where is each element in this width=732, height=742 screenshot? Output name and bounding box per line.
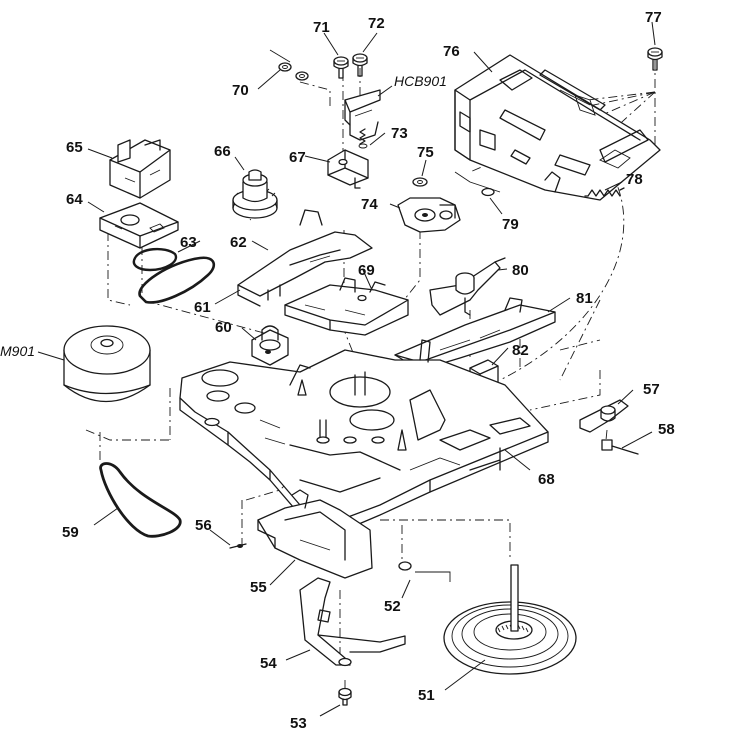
part-68-main-chassis [179, 339, 549, 533]
label-65: 65 [66, 139, 83, 156]
label-74: 74 [361, 196, 378, 213]
part-63-belt [132, 247, 178, 272]
part-75-washer [412, 177, 428, 187]
label-80: 80 [512, 262, 529, 279]
label-73: 73 [391, 125, 408, 142]
leader-lines [37, 21, 656, 717]
label-66: 66 [214, 143, 231, 160]
part-59-belt [99, 462, 182, 538]
part-74-gear-lever [397, 197, 461, 233]
label-75: 75 [417, 144, 434, 161]
part-65-solenoid [109, 139, 171, 199]
label-54: 54 [260, 655, 277, 672]
part-78-spring [584, 187, 625, 197]
part-77-screw [647, 47, 663, 71]
part-55-bracket [257, 489, 373, 579]
part-52-washer [398, 561, 451, 582]
part-labels: 51 52 53 54 55 56 57 58 59 60 61 62 63 6… [0, 9, 675, 732]
label-68: 68 [538, 471, 555, 488]
part-79-washer [454, 171, 501, 197]
label-79: 79 [502, 216, 519, 233]
part-56-pin [229, 543, 247, 549]
label-m901: M901 [0, 343, 35, 359]
label-61: 61 [194, 299, 211, 316]
part-54-lever [299, 577, 406, 667]
label-58: 58 [658, 421, 675, 438]
label-69: 69 [358, 262, 375, 279]
label-67: 67 [289, 149, 306, 166]
label-52: 52 [384, 598, 401, 615]
part-71-screw [333, 56, 349, 79]
label-51: 51 [418, 687, 435, 704]
part-61-lever [237, 209, 373, 307]
label-82: 82 [512, 342, 529, 359]
part-67-bracket [327, 149, 369, 189]
label-81: 81 [576, 290, 593, 307]
label-77: 77 [645, 9, 662, 26]
part-73-spring [358, 128, 368, 149]
label-55: 55 [250, 579, 267, 596]
part-66-gear [232, 169, 278, 219]
part-58-pin [601, 439, 639, 455]
label-64: 64 [66, 191, 83, 208]
label-71: 71 [313, 19, 330, 36]
label-72: 72 [368, 15, 385, 32]
label-78: 78 [626, 171, 643, 188]
part-hcb901-board [344, 89, 381, 141]
part-70-washers [269, 49, 309, 81]
label-hcb901: HCB901 [394, 73, 447, 89]
part-60-pulley [251, 325, 289, 366]
part-m901-motor [63, 325, 151, 403]
part-57-lever [579, 399, 629, 433]
label-76: 76 [443, 43, 460, 60]
part-62-belt [138, 256, 216, 304]
label-62: 62 [230, 234, 247, 251]
part-64-plate [99, 202, 179, 249]
label-63: 63 [180, 234, 197, 251]
label-57: 57 [643, 381, 660, 398]
label-60: 60 [215, 319, 232, 336]
part-76-cassette-frame [454, 54, 661, 201]
label-53: 53 [290, 715, 307, 732]
part-80-pinch-arm [429, 257, 506, 316]
part-53-screw [338, 687, 352, 706]
label-59: 59 [62, 524, 79, 541]
label-56: 56 [195, 517, 212, 534]
label-70: 70 [232, 82, 249, 99]
part-51-flywheel [443, 564, 577, 675]
part-81-long-slide [394, 297, 556, 371]
part-69-slide-plate [284, 277, 409, 336]
part-72-screw [352, 53, 368, 77]
